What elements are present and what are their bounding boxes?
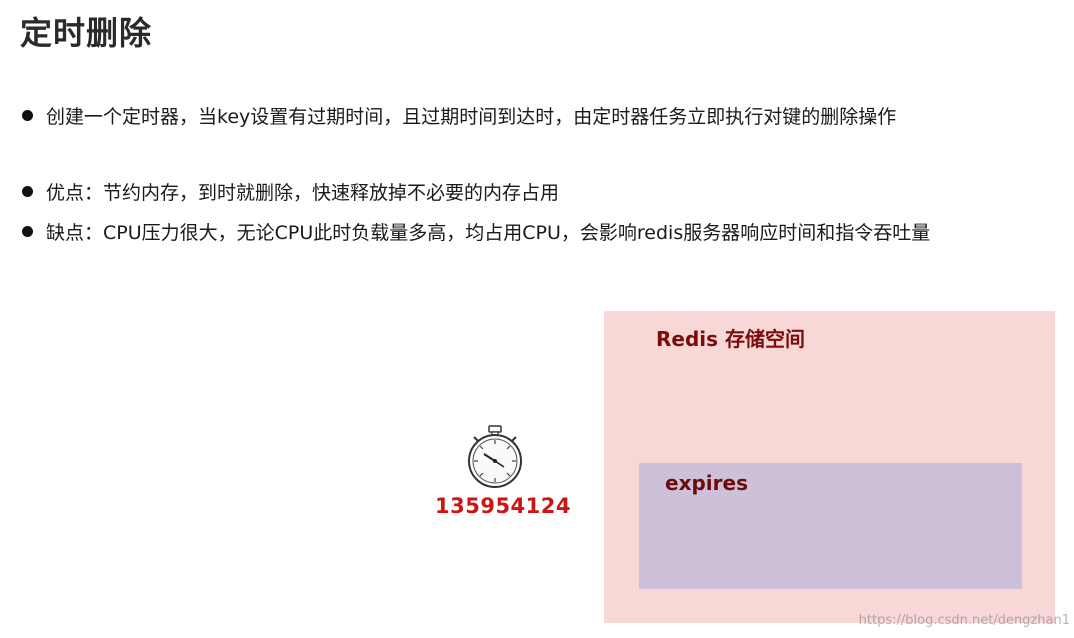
watermark: https://blog.csdn.net/dengzhan1 xyxy=(858,613,1070,628)
bullet-text: 优点：节约内存，到时就删除，快速释放掉不必要的内存占用 xyxy=(46,182,560,204)
bullet-definition: 创建一个定时器，当key设置有过期时间，且过期时间到达时，由定时器任务立即执行对… xyxy=(22,104,896,130)
redis-storage-label: Redis 存储空间 xyxy=(656,327,806,351)
bullet-text: 缺点：CPU压力很大，无论CPU此时负载量多高，均占用CPU，会影响redis服… xyxy=(46,222,931,244)
bullet-advantage: 优点：节约内存，到时就删除，快速释放掉不必要的内存占用 xyxy=(22,180,559,206)
bullet-dot xyxy=(22,110,33,121)
timer-value: 135954124 xyxy=(435,494,572,518)
page-title: 定时删除 xyxy=(20,14,153,52)
expires-region: expires xyxy=(639,463,1022,589)
redis-storage-space: Redis 存储空间 expires xyxy=(604,311,1055,623)
bullet-dot xyxy=(22,226,33,237)
bullet-disadvantage: 缺点：CPU压力很大，无论CPU此时负载量多高，均占用CPU，会影响redis服… xyxy=(22,220,930,246)
stopwatch-icon xyxy=(468,425,522,488)
expires-label: expires xyxy=(665,471,748,495)
bullet-dot xyxy=(22,186,33,197)
bullet-text: 创建一个定时器，当key设置有过期时间，且过期时间到达时，由定时器任务立即执行对… xyxy=(46,106,897,128)
